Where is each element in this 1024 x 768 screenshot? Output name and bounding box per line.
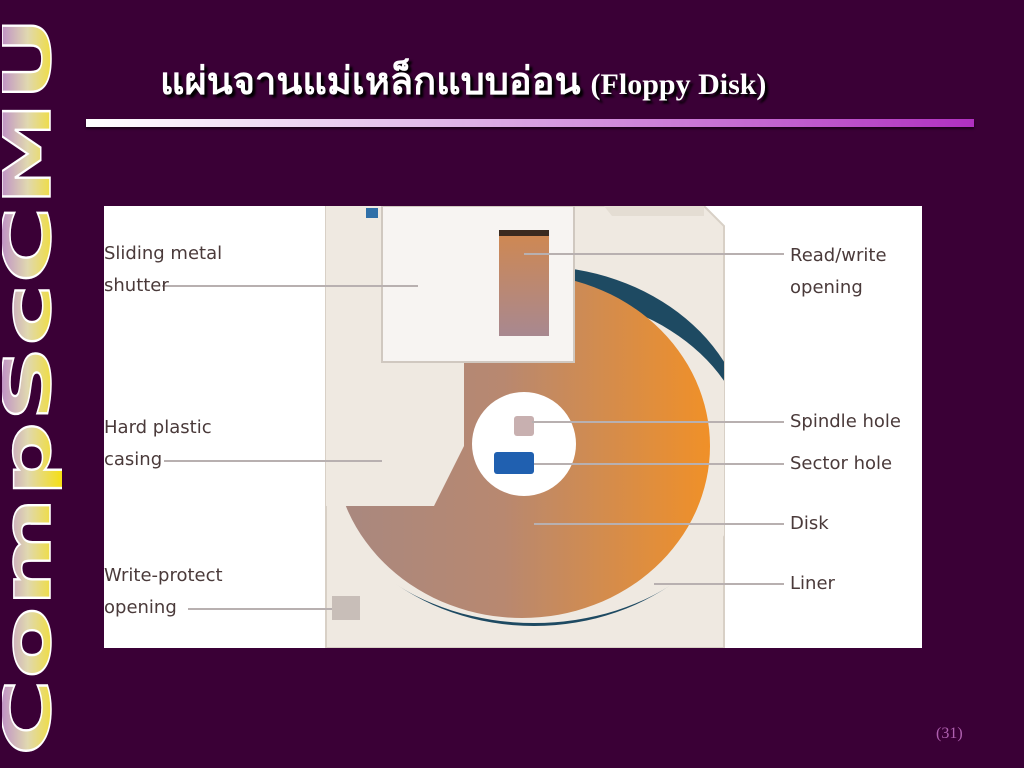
label-spindle-hole: Spindle hole: [790, 411, 901, 432]
label-hard-plastic-casing: Hard plastic casing: [104, 417, 212, 470]
label-liner: Liner: [790, 573, 835, 594]
label-sector-hole: Sector hole: [790, 453, 893, 474]
read-write-opening-shape: [499, 230, 549, 336]
label-disk: Disk: [790, 513, 829, 534]
slide-title: แผ่นจานแม่เหล็กแบบอ่อน (Floppy Disk): [160, 50, 980, 111]
label-sliding-metal-shutter: Sliding metal shutter: [104, 243, 223, 296]
floppy-disk-diagram: Sliding metal shutter Hard plastic casin…: [104, 206, 922, 648]
side-logo-text: CompScCMU: [2, 16, 62, 756]
label-read-write-opening: Read/write opening: [790, 245, 887, 298]
title-english: (Floppy Disk): [590, 68, 767, 101]
title-thai: แผ่นจานแม่เหล็กแบบอ่อน: [160, 59, 581, 103]
spindle-hole-shape: [514, 416, 534, 436]
compsccmu-logo: CompScCMU: [2, 15, 62, 757]
label-write-protect-opening: Write-protect opening: [104, 565, 223, 618]
title-underline: [86, 119, 974, 127]
write-protect-opening-shape: [332, 596, 360, 620]
page-number: (31): [936, 725, 963, 742]
sector-hole-shape: [494, 452, 534, 474]
disk-hub: [472, 392, 576, 496]
floppy-disk-illustration: [162, 206, 784, 648]
